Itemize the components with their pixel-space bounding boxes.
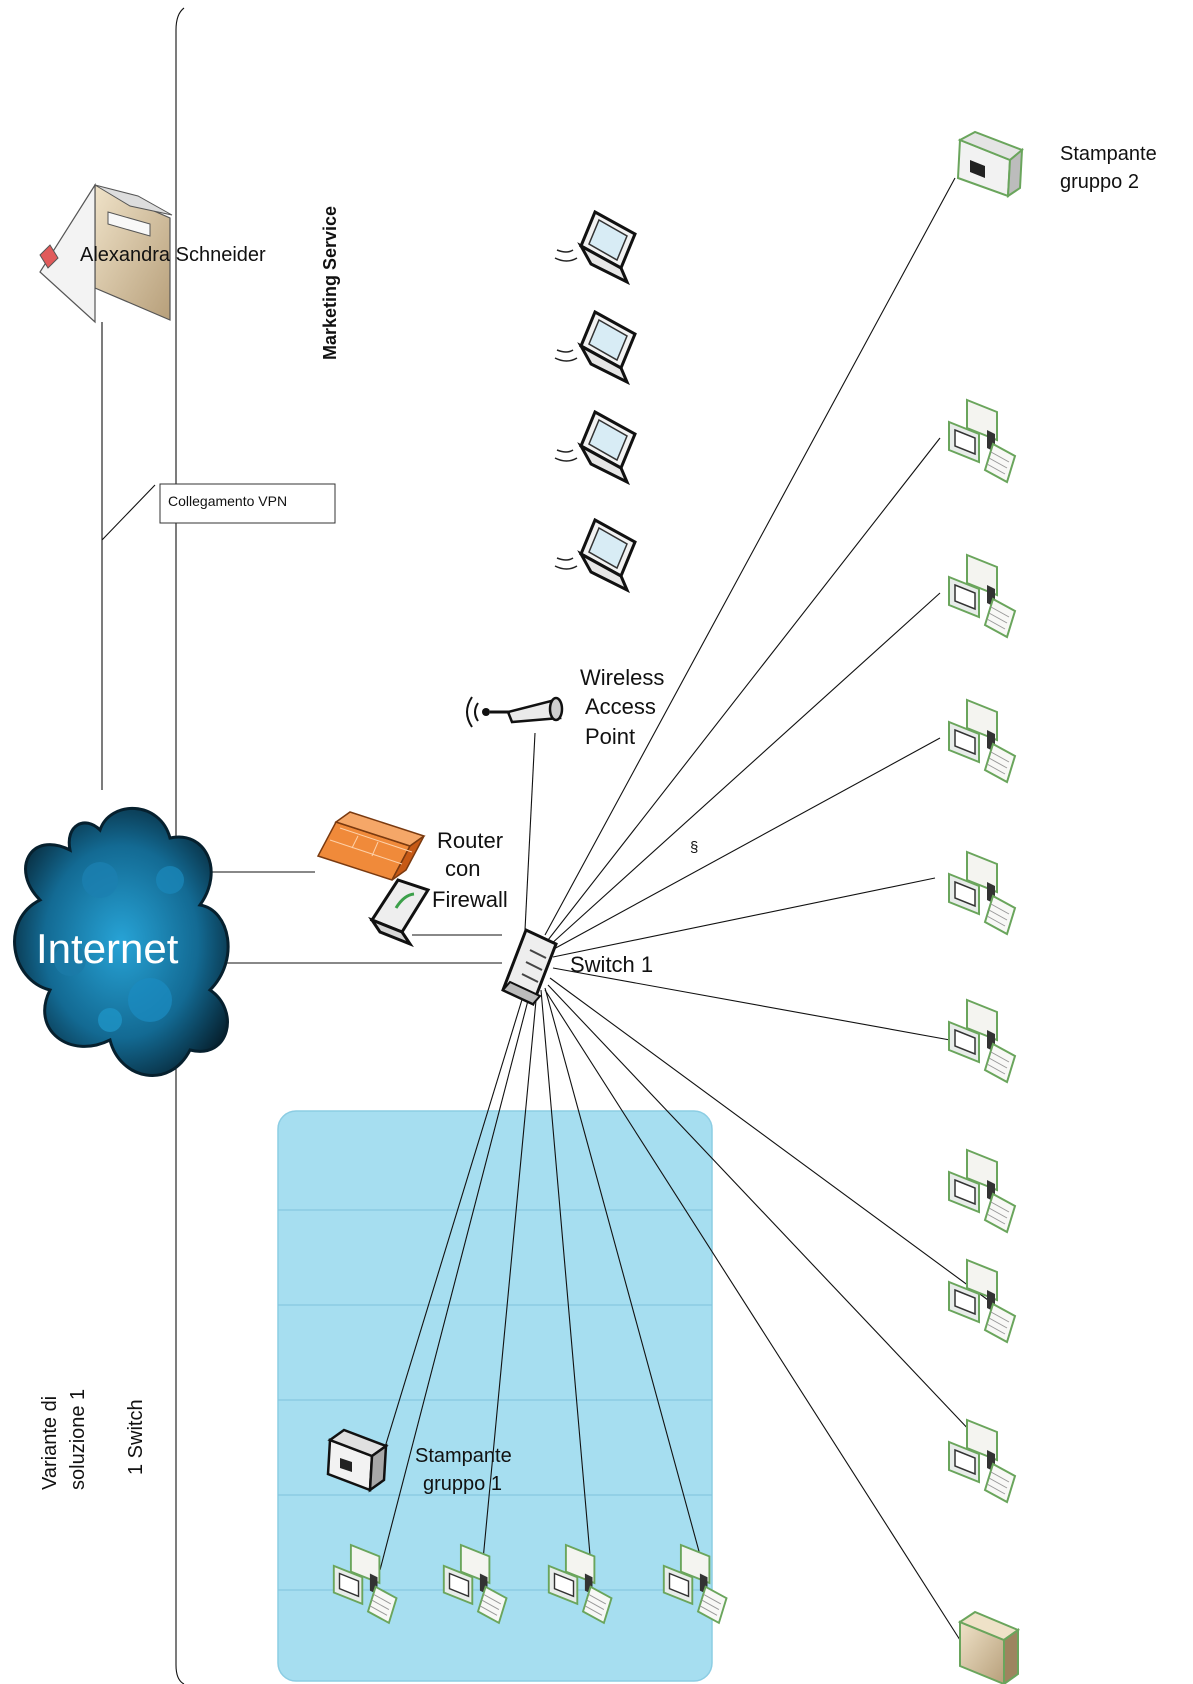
wap-label-line3: Point [585, 724, 635, 749]
vpn-label: Collegamento VPN [168, 493, 287, 509]
router-label-line1: Router [437, 828, 503, 853]
printer1-label-line2: gruppo 1 [423, 1473, 502, 1495]
firewall-icon [316, 811, 426, 881]
switch-printer2-line [544, 177, 956, 936]
switch-pc1-line [547, 437, 941, 941]
connection-lines [101, 177, 991, 1641]
laptop-icon [553, 210, 637, 284]
workstation-icon [948, 1259, 1016, 1343]
group1-zone [277, 1110, 713, 1682]
router-label-line2: con [445, 856, 480, 881]
printer2-label-line1: Stampante [1060, 143, 1157, 165]
vpn-callout-line [101, 484, 156, 541]
group1-zone-gridlines [278, 1209, 712, 1591]
printer2-label-line2: gruppo 2 [1060, 171, 1139, 193]
internet-label: Internet [36, 925, 179, 972]
printer1-label-line1: Stampante [415, 1445, 512, 1467]
vpn-label-box [159, 483, 336, 524]
wap-label-line2: Access [585, 694, 656, 719]
switch-pc7-line [549, 977, 989, 1301]
printer-group2-icon [956, 130, 1024, 198]
wireless-access-point-icon [466, 696, 564, 728]
switch-icon [501, 927, 558, 1007]
switch-zone-pc3-line [540, 989, 591, 1556]
variant-label-line2: soluzione 1 [67, 1389, 89, 1490]
laptop-icon [553, 310, 637, 384]
server-icon [957, 1610, 1021, 1684]
workstation-icon [948, 1419, 1016, 1503]
switch-pc5-line [552, 967, 951, 1041]
router-label-line3: Firewall [432, 887, 508, 912]
marketing-service-label: Marketing Service [320, 206, 340, 360]
switch-pc8-line [547, 984, 991, 1453]
switch-pc3-line [551, 737, 941, 951]
switch-zone-pc1-line [379, 984, 533, 1571]
home-office-icon [39, 182, 173, 324]
switch-label: Switch 1 [570, 952, 653, 977]
laptop-icon [553, 410, 637, 484]
workstation-icon [948, 999, 1016, 1083]
workstation-icon [948, 399, 1016, 483]
one-switch-label: 1 Switch [125, 1399, 147, 1475]
workstation-icon [948, 554, 1016, 638]
router-icon [368, 878, 431, 948]
switch-zone-pc2-line [482, 989, 538, 1561]
workstation-icon [948, 699, 1016, 783]
variant-label-line1: Variante di [39, 1396, 61, 1490]
switch-zone-pc4-line [544, 987, 701, 1556]
switch-pc4-line [552, 877, 936, 958]
laptop-icon [553, 518, 637, 592]
switch-pc2-line [549, 592, 941, 946]
wap-switch-line [524, 732, 536, 931]
switch-server-line [544, 989, 961, 1641]
wap-label-line1: Wireless [580, 665, 664, 690]
alexandra-label: Alexandra Schneider [80, 244, 266, 266]
workstation-icon [948, 1149, 1016, 1233]
printer-group1-icon [326, 1428, 389, 1493]
section-mark: § [690, 839, 698, 856]
switch-printer1-line [377, 979, 529, 1471]
internet-cloud-icon [13, 806, 230, 1077]
workstation-icon [948, 851, 1016, 935]
